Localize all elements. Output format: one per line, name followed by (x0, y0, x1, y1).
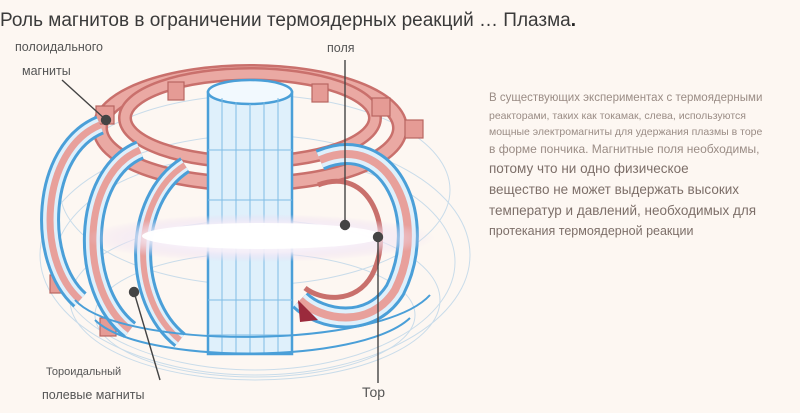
description-line: температур и давлений, необходимых для (489, 202, 757, 218)
label-toroidal-1: Тороидальный (46, 366, 122, 378)
label-poloidal-2: магниты (22, 64, 71, 78)
description-line: мощные электромагниты для удержания плаз… (489, 126, 763, 139)
title-period: . (570, 10, 577, 31)
label-poloidal-1: полоидального (15, 40, 103, 54)
description-line: в форме пончика. Магнитные поля необходи… (489, 142, 760, 157)
pointer-toroidal (133, 291, 161, 381)
description-line: реакторами, таких как токамак, слева, ис… (489, 109, 746, 122)
page-title: Роль магнитов в ограничении термоядерных… (0, 10, 800, 32)
lower-frame (74, 294, 431, 355)
right-coil (292, 143, 419, 329)
label-field: поля (327, 41, 355, 55)
description: В существующих экспериментах с термоядер… (489, 90, 794, 241)
description-line: вещество не может выдержать высоких (489, 181, 740, 197)
pointers (61, 60, 384, 383)
description-line: протекания термоядерной реакции (489, 223, 694, 238)
title-text: Роль магнитов в ограничении термоядерных… (0, 10, 571, 31)
pointer-poloidal (61, 79, 107, 121)
description-line: потому что ни одно физическое (489, 160, 689, 176)
description-line: В существующих экспериментах с термоядер… (489, 92, 763, 104)
label-torus: Тор (362, 384, 386, 400)
label-toroidal-2: полевые магниты (42, 388, 145, 402)
